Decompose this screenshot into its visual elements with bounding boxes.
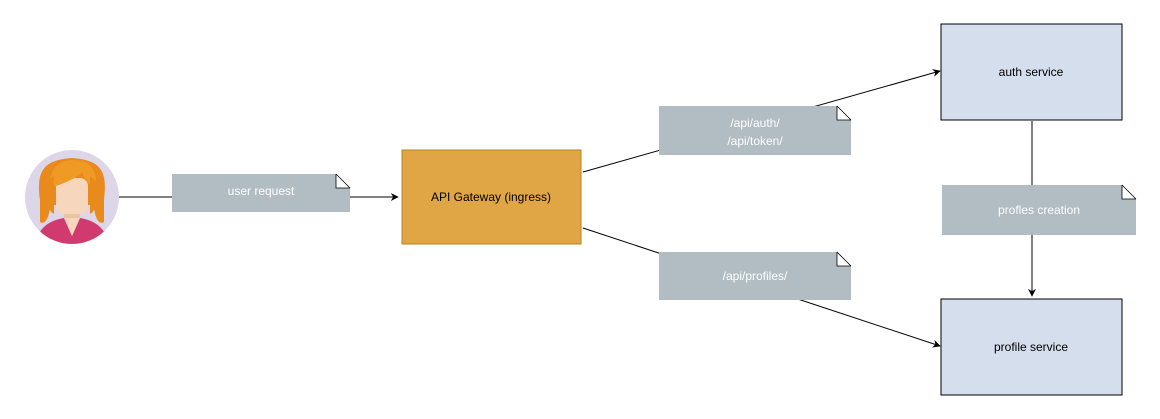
note-user-request: user request <box>172 173 351 212</box>
api-gateway-label: API Gateway (ingress) <box>431 190 551 204</box>
profile-service-node: profile service <box>940 298 1123 396</box>
note-profiles-creation-label: profles creation <box>998 203 1080 217</box>
note-profiles-route: /api/profiles/ <box>659 251 852 300</box>
note-user-request-label: user request <box>228 184 295 198</box>
auth-service-node: auth service <box>940 23 1123 121</box>
note-auth-route-2: /api/token/ <box>727 134 783 148</box>
user-avatar-icon <box>25 150 119 244</box>
note-auth-route-1: /api/auth/ <box>730 116 780 130</box>
api-gateway-node: API Gateway (ingress) <box>401 149 582 245</box>
note-profiles-creation: profles creation <box>942 184 1137 235</box>
note-auth-routes: /api/auth/ /api/token/ <box>659 105 852 155</box>
profile-service-label: profile service <box>994 340 1068 354</box>
auth-service-label: auth service <box>999 65 1064 79</box>
note-profiles-route-label: /api/profiles/ <box>723 269 788 283</box>
